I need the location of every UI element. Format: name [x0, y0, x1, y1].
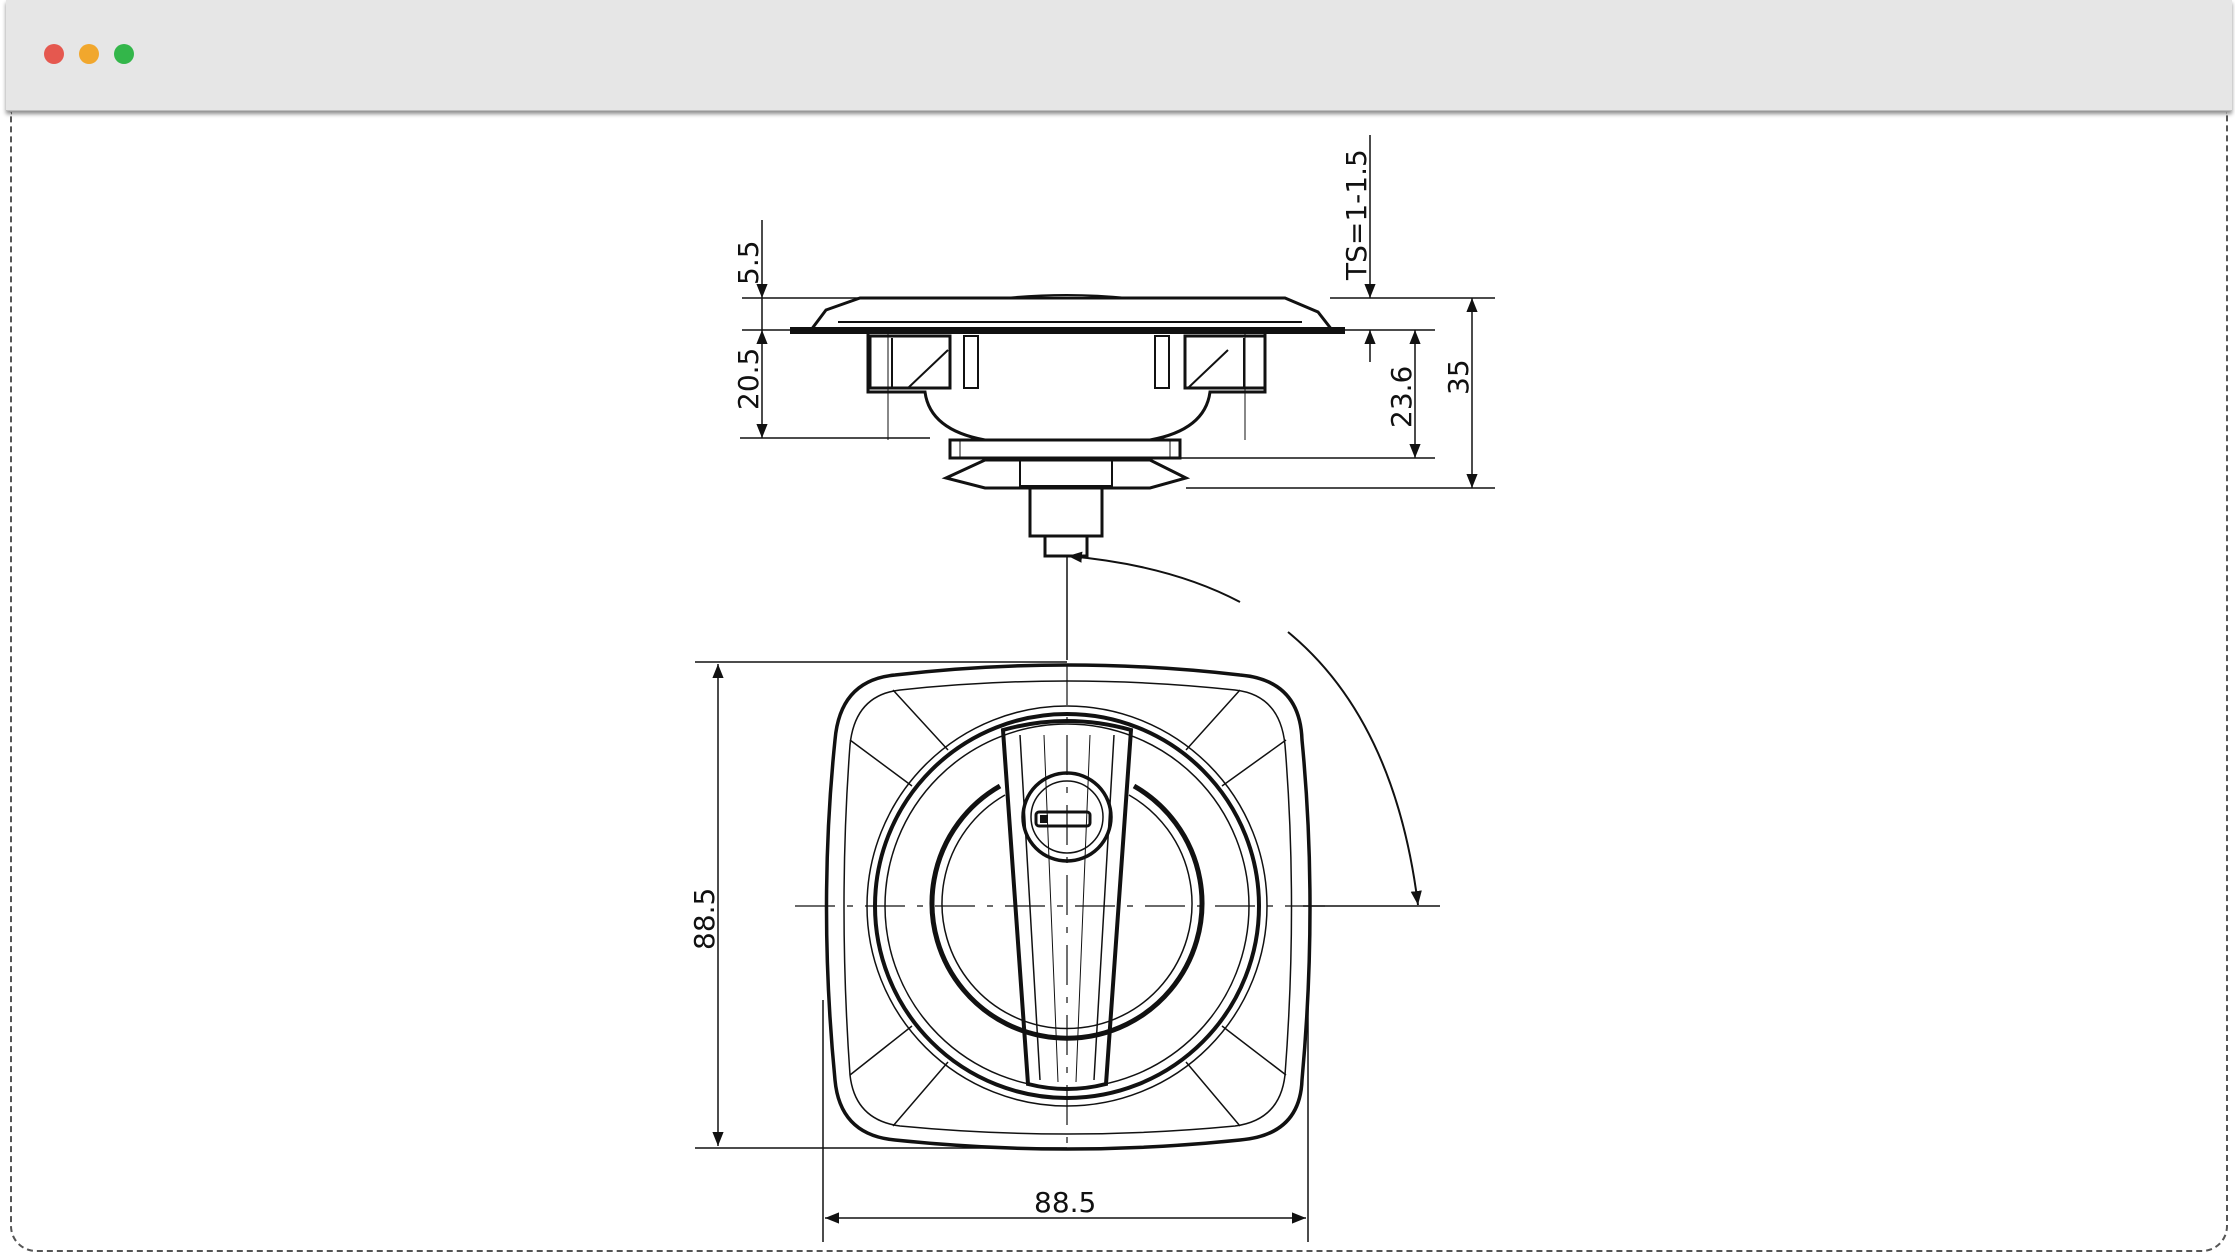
dim-body-depth: 20.5 [732, 348, 765, 410]
dim-overall-depth: 35 [1442, 359, 1475, 395]
page-frame [10, 112, 2228, 1252]
title-bar [6, 0, 2232, 111]
dim-panel-thickness: TS=1-1.5 [1340, 149, 1373, 281]
dim-width: 88.5 [1034, 1186, 1096, 1219]
browser-window [6, 0, 2232, 1254]
side-view [790, 294, 1345, 660]
minimize-window-button[interactable] [79, 44, 99, 64]
close-window-button[interactable] [44, 44, 64, 64]
dim-top-lip: 5.5 [732, 240, 765, 285]
dim-inner-depth: 23.6 [1385, 366, 1418, 428]
front-view [795, 663, 1440, 1155]
dim-height: 88.5 [688, 888, 721, 950]
zoom-window-button[interactable] [114, 44, 134, 64]
rotation-arc [1067, 551, 1422, 906]
side-view-dimensions [740, 135, 1495, 489]
front-view-dimensions [695, 661, 1309, 1242]
